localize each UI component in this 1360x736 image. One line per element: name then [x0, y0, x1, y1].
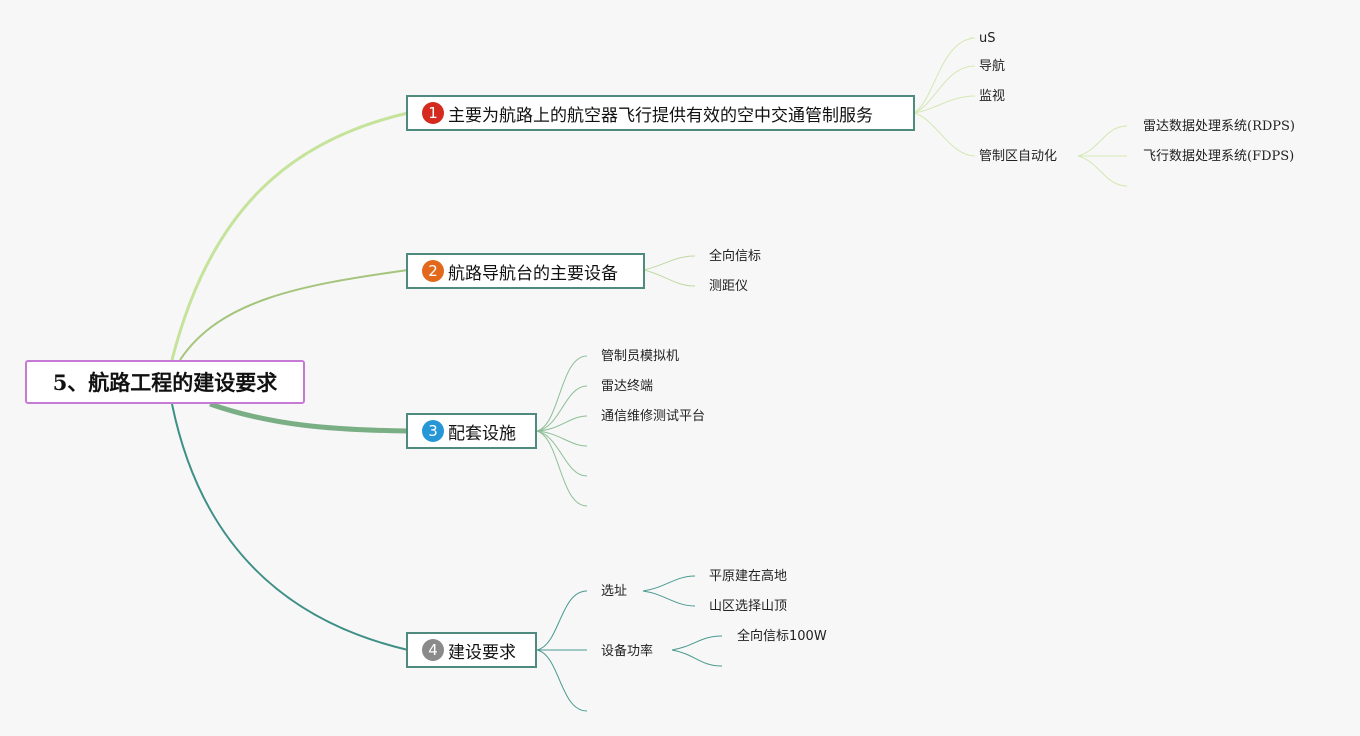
- topic-1-label: 主要为航路上的航空器飞行提供有效的空中交通管制服务: [448, 105, 873, 126]
- topic-2-child-vor[interactable]: 全向信标: [709, 249, 762, 264]
- number-1-icon: 1: [422, 102, 444, 124]
- topic-1-child-automation[interactable]: 管制区自动化: [979, 149, 1058, 164]
- branch-2-line: [179, 269, 409, 361]
- topic-1-child-surveillance[interactable]: 监视: [979, 89, 1006, 104]
- topic-4-child-power[interactable]: 设备功率: [601, 644, 654, 659]
- number-4-icon: 4: [422, 639, 444, 661]
- site-child-mountain[interactable]: 山区选择山顶: [709, 599, 788, 614]
- topic-3-label: 配套设施: [448, 423, 516, 444]
- branch-3-line: [209, 401, 409, 434]
- site-child-plain[interactable]: 平原建在高地: [709, 569, 788, 584]
- topic-3-child-simulator[interactable]: 管制员模拟机: [601, 349, 680, 364]
- topic-3[interactable]: 3 配套设施: [406, 413, 537, 449]
- root-topic[interactable]: 5、航路工程的建设要求: [25, 360, 305, 404]
- topic-1[interactable]: 1 主要为航路上的航空器飞行提供有效的空中交通管制服务: [406, 95, 915, 131]
- topic-1-child-navigation[interactable]: 导航: [979, 59, 1006, 74]
- topic-1-child-us[interactable]: uS: [979, 31, 996, 46]
- topic-3-child-test-platform[interactable]: 通信维修测试平台: [601, 409, 706, 424]
- topic-4-child-site-selection[interactable]: 选址: [601, 584, 628, 599]
- topic-4[interactable]: 4 建设要求: [406, 632, 537, 668]
- number-3-icon: 3: [422, 420, 444, 442]
- automation-child-fdps[interactable]: 飞行数据处理系统(FDPS): [1143, 149, 1295, 164]
- topic-4-label: 建设要求: [448, 642, 516, 663]
- number-2-icon: 2: [422, 260, 444, 282]
- topic-2-label: 航路导航台的主要设备: [448, 263, 618, 284]
- topic-2[interactable]: 2 航路导航台的主要设备: [406, 253, 645, 289]
- automation-child-rdps[interactable]: 雷达数据处理系统(RDPS): [1143, 119, 1296, 134]
- branch-1-line: [170, 111, 409, 361]
- root-topic-label: 5、航路工程的建设要求: [52, 370, 278, 395]
- branch-4-line: [171, 403, 409, 651]
- topic-3-child-radar-terminal[interactable]: 雷达终端: [601, 379, 654, 394]
- topic-2-child-dme[interactable]: 测距仪: [709, 279, 749, 294]
- power-child-vor[interactable]: 全向信标100W: [737, 629, 827, 644]
